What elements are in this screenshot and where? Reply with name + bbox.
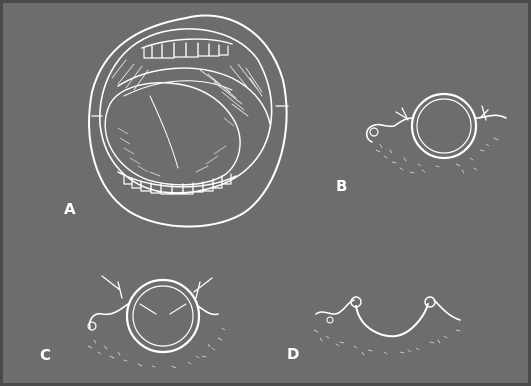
ring-suture-drawing-b (367, 94, 506, 173)
panel-label-b: B (336, 177, 347, 195)
panel-label-a: A (64, 200, 76, 218)
panel-label-c: C (40, 346, 51, 364)
everted-edge-drawing-d (314, 297, 460, 355)
open-mouth-drawing (89, 16, 288, 227)
panel-label-d: D (287, 345, 299, 363)
ring-suture-drawing-c (88, 276, 225, 368)
